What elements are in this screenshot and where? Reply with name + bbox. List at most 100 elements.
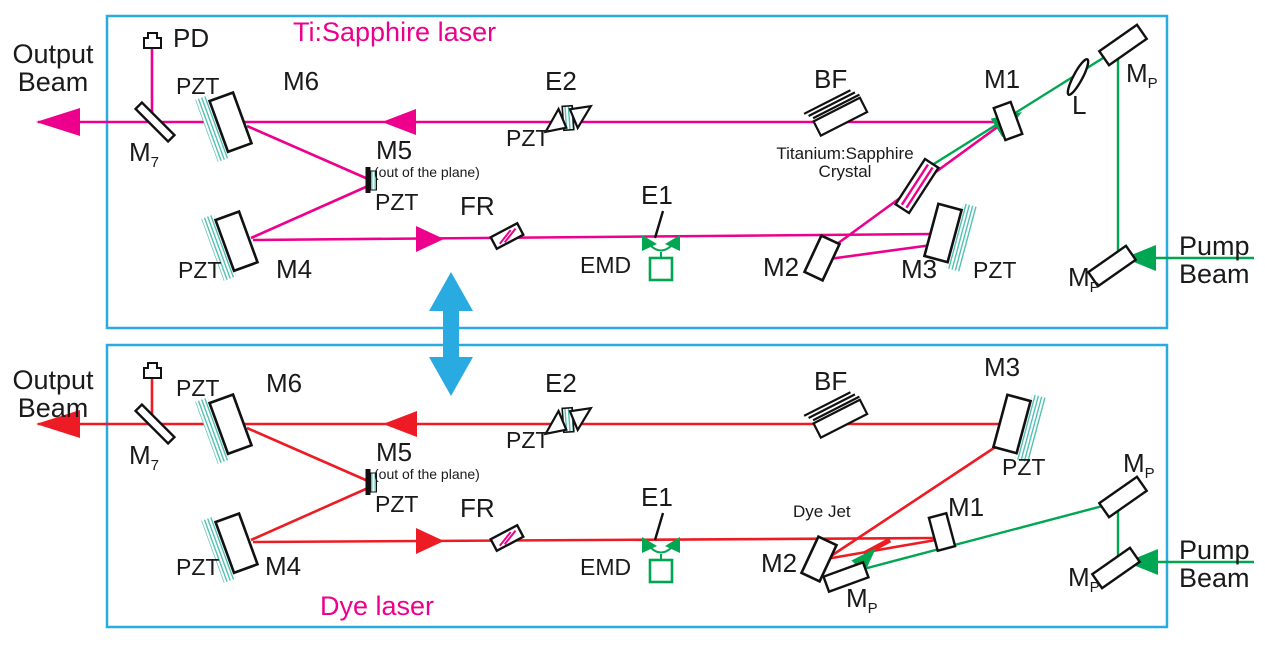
label-m6-top: M6 (283, 66, 320, 96)
mirror-m3-icon (922, 202, 977, 272)
label-m7-bottom: M7 (129, 440, 160, 474)
pump-arrow-inlet-bottom (1126, 549, 1158, 575)
cavity-arrow-right-bottom (416, 528, 444, 554)
mirror-m7-icon (133, 100, 177, 144)
label-m3-top: M3 (901, 254, 938, 284)
crystal-line1: Titanium:Sapphire (776, 144, 914, 163)
label-emd-top: EMD (580, 252, 632, 278)
emd-galvo-dye-icon (642, 537, 680, 584)
pzt-hatch-m5-dye (370, 472, 377, 493)
output-line2-dye: Beam (17, 393, 89, 423)
pzt-hatch-m6-dye (195, 397, 231, 464)
label-pzt-m5-bottom: PZT (375, 491, 419, 517)
output-line1: Output (12, 39, 94, 69)
label-e1-bottom: E1 (641, 482, 673, 512)
beam-m3-m2-dye (827, 438, 1007, 560)
beam-m5-m4 (250, 184, 369, 240)
pump-arrow-inlet-top (1124, 245, 1156, 271)
beam-cavity-bottom (252, 232, 933, 242)
pump-beam-label-bottom: Pump Beam (1179, 536, 1250, 592)
faraday-rotator-dye-icon (489, 523, 525, 553)
tisapphire-arrowheads (36, 108, 444, 252)
label-e2-top: E2 (545, 66, 577, 96)
beam-m3-m2 (828, 243, 933, 261)
label-m1-top: M1 (984, 64, 1021, 94)
label-mp-bottom-right-top: MP (1068, 262, 1100, 296)
beam-m5-m4-dye (250, 486, 369, 542)
pzt-hatch-m4 (201, 214, 237, 281)
label-fr-top: FR (460, 191, 495, 221)
beam-m6-m5-dye (246, 426, 369, 483)
pump-mirror-mid-right-icon (1097, 475, 1149, 519)
mirror-m1-dye-icon (927, 511, 957, 553)
label-pzt-e2-top: PZT (506, 125, 550, 151)
pzt-hatch-m5 (370, 170, 377, 191)
label-mp-bottom-right-bottom: MP (1068, 562, 1100, 596)
dye-jet-icon (862, 537, 892, 557)
label-pd: PD (173, 23, 210, 53)
cavity-arrow-left-top (382, 109, 416, 135)
label-pzt-m6-top: PZT (176, 73, 220, 99)
label-m3-bottom: M3 (984, 352, 1021, 382)
label-dye-jet: Dye Jet (793, 502, 851, 521)
etalon-e2-icon (543, 104, 593, 134)
output-arrow-top (36, 108, 80, 136)
tisapphire-enclosure (105, 14, 1169, 330)
label-e2-bottom: E2 (545, 368, 577, 398)
dye-title: Dye laser (320, 591, 435, 621)
pzt-hatch-m6 (195, 95, 231, 162)
label-m6-bottom: M6 (266, 368, 303, 398)
label-m4-top: M4 (276, 254, 313, 284)
mirror-m4-icon (201, 209, 260, 281)
birefringent-filter-icon (803, 89, 869, 138)
mirror-m2-dye-icon (799, 534, 839, 584)
mirror-m7-dye-icon (133, 402, 177, 446)
label-mp-mid-right: MP (1123, 448, 1155, 482)
label-m5-top: M5 (376, 135, 413, 165)
output-arrow-bottom (36, 410, 80, 438)
etalon-e2-dye-icon (543, 406, 593, 436)
output-beam-label-top: Output Beam (4, 40, 102, 96)
label-lens: L (1072, 90, 1087, 120)
label-pzt-m5-top: PZT (375, 189, 419, 215)
output-beam-label-bottom: Output Beam (4, 366, 102, 422)
pump-mirror-near-m2-icon (821, 560, 871, 594)
lens-icon (1066, 58, 1090, 96)
pzt-hatch-m3 (946, 203, 977, 272)
pump-mirror-top-right-icon (1097, 23, 1149, 67)
pump-line2: Beam (1179, 259, 1250, 289)
pzt-hatch-m4-dye (201, 516, 237, 583)
label-m7-top: M7 (129, 137, 160, 171)
etalon-e1-dye-icon (653, 512, 665, 541)
label-pzt-e2-bottom: PZT (506, 427, 550, 453)
label-m4-bottom: M4 (265, 551, 302, 581)
label-pzt-m4-bottom: PZT (176, 554, 220, 580)
beam-m6-m5 (246, 124, 369, 181)
label-pzt-m6-bottom: PZT (176, 375, 220, 401)
mirror-m6-icon (195, 90, 254, 162)
label-m2-bottom: M2 (761, 548, 798, 578)
mirror-m5-dye-icon (365, 469, 377, 495)
label-emd-bottom: EMD (580, 554, 632, 580)
mirror-m3-dye-icon (991, 393, 1046, 463)
pump-line1-dye: Pump (1179, 535, 1250, 565)
faraday-rotator-icon (489, 221, 525, 251)
pzt-hatch-m3-dye (1015, 394, 1046, 463)
tisapphire-crystal-icon (893, 157, 941, 215)
label-pzt-m3-top: PZT (973, 257, 1017, 283)
pump-line2-dye: Beam (1179, 563, 1250, 593)
label-m5-note-bottom: (out of the plane) (374, 466, 480, 482)
label-fr-bottom: FR (460, 493, 495, 523)
label-mp-top-right: MP (1126, 58, 1158, 92)
beam-cavity-bottom-dye (252, 536, 937, 544)
pump-line1: Pump (1179, 231, 1250, 261)
mirror-m4-dye-icon (201, 511, 260, 583)
label-m2-top: M2 (763, 252, 800, 282)
birefringent-filter-dye-icon (803, 391, 869, 440)
label-bf-bottom: BF (814, 366, 848, 396)
output-line2: Beam (17, 67, 89, 97)
label-crystal: Titanium:Sapphire Crystal (762, 145, 928, 181)
label-mp-near-m2: MP (846, 583, 878, 617)
